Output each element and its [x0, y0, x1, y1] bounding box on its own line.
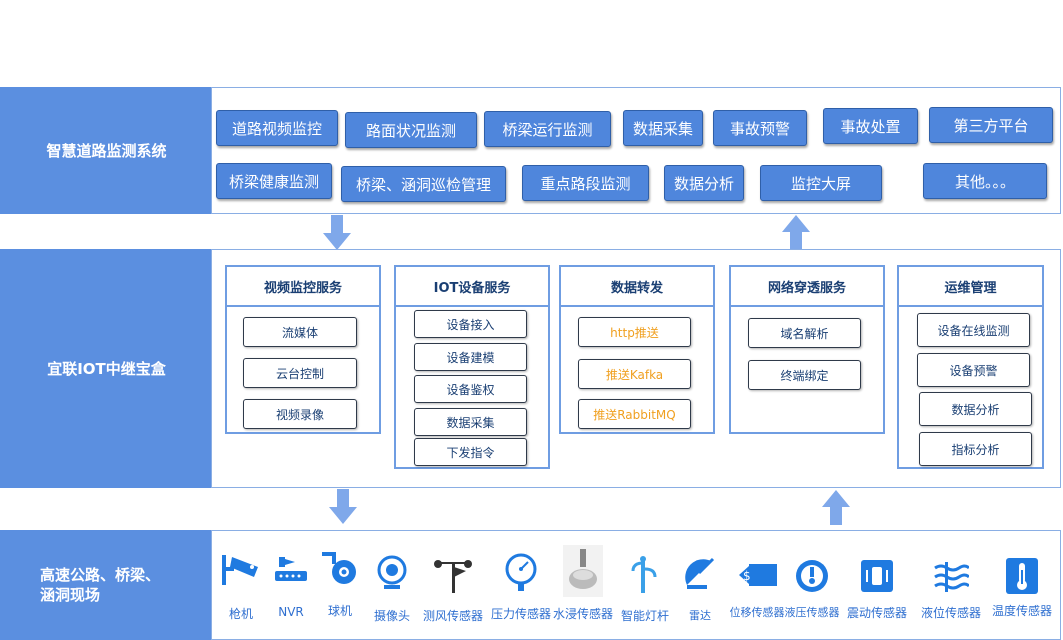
- service-item[interactable]: 设备鉴权: [414, 375, 527, 403]
- device-pressure: 压力传感器: [491, 553, 551, 623]
- service-operations: 运维管理 设备在线监测 设备预警 数据分析 指标分析: [897, 265, 1044, 469]
- layer-label-iot: 宜联IOT中继宝盒: [0, 249, 213, 488]
- nvr-icon: [275, 557, 307, 581]
- device-radar: 雷达: [680, 555, 720, 625]
- temperature-sensor-icon: [1006, 558, 1038, 594]
- device-label: 水浸传感器: [552, 607, 613, 621]
- gun-camera-icon: [222, 555, 258, 585]
- service-title: 网络穿透服务: [731, 267, 883, 307]
- device-water-immersion: 水浸传感器: [553, 545, 613, 621]
- app-bridge-operation[interactable]: 桥梁运行监测: [484, 111, 611, 147]
- app-big-screen[interactable]: 监控大屏: [760, 165, 882, 201]
- device-nvr: NVR: [270, 553, 312, 623]
- device-displacement: $ 位移传感器: [730, 560, 785, 630]
- device-label: 位移传感器: [729, 606, 785, 619]
- service-item[interactable]: 数据分析: [919, 392, 1032, 426]
- service-network-penetration: 网络穿透服务 域名解析 终端绑定: [729, 265, 885, 434]
- device-anemometer: 测风传感器: [423, 555, 483, 625]
- service-item[interactable]: 下发指令: [414, 438, 527, 466]
- svg-text:$: $: [743, 569, 751, 583]
- device-label: 球机: [327, 604, 352, 618]
- webcam-icon: [377, 555, 407, 589]
- device-liquid-level: 液位传感器: [921, 560, 981, 630]
- device-label: 液位传感器: [920, 606, 981, 620]
- device-label: 测风传感器: [422, 609, 483, 623]
- layer-title-iot: 宜联IOT中继宝盒: [47, 360, 166, 378]
- service-item[interactable]: 设备在线监测: [917, 313, 1030, 347]
- app-accident-handling[interactable]: 事故处置: [823, 108, 918, 144]
- service-video: 视频监控服务 流媒体 云台控制 视频录像: [225, 265, 381, 434]
- service-item[interactable]: 指标分析: [919, 432, 1032, 466]
- arrow-up-icon: [822, 490, 850, 525]
- service-item[interactable]: 终端绑定: [748, 360, 861, 390]
- device-hydraulic: 液压传感器: [785, 558, 840, 628]
- service-item[interactable]: 数据采集: [414, 408, 527, 436]
- service-item[interactable]: 设备建模: [414, 343, 527, 371]
- hydraulic-sensor-icon: [796, 560, 828, 592]
- app-road-surface[interactable]: 路面状况监测: [345, 112, 477, 148]
- displacement-sensor-icon: $: [739, 564, 777, 586]
- device-webcam: 摄像头: [372, 555, 412, 625]
- service-title: IOT设备服务: [396, 267, 548, 307]
- app-data-analysis[interactable]: 数据分析: [664, 165, 744, 201]
- device-vibration: 震动传感器: [847, 558, 907, 628]
- dome-camera-icon: [322, 552, 356, 584]
- layer-title-field: 高速公路、桥梁、 涵洞现场: [40, 566, 161, 604]
- pressure-gauge-icon: [505, 553, 537, 591]
- app-data-collection[interactable]: 数据采集: [623, 110, 703, 146]
- arrow-down-icon: [323, 215, 351, 250]
- water-immersion-sensor-icon: [563, 545, 603, 597]
- service-item[interactable]: 设备接入: [414, 310, 527, 338]
- layer-title-app: 智慧道路监测系统: [46, 142, 167, 160]
- app-inspection-management[interactable]: 桥梁、涵洞巡检管理: [341, 166, 506, 202]
- arrow-up-icon: [782, 215, 810, 250]
- service-iot-device: IOT设备服务 设备接入 设备建模 设备鉴权 数据采集 下发指令: [394, 265, 550, 469]
- service-item[interactable]: http推送: [578, 317, 691, 347]
- service-item[interactable]: 推送Kafka: [578, 359, 691, 389]
- device-label: NVR: [278, 605, 304, 619]
- service-item[interactable]: 推送RabbitMQ: [578, 399, 691, 429]
- app-accident-warning[interactable]: 事故预警: [713, 110, 807, 146]
- device-temperature: 温度传感器: [992, 556, 1052, 626]
- service-item[interactable]: 域名解析: [748, 318, 861, 348]
- device-label: 温度传感器: [991, 604, 1052, 618]
- service-item[interactable]: 设备预警: [917, 353, 1030, 387]
- smart-pole-icon: [631, 556, 657, 593]
- device-gun-camera: 枪机: [219, 553, 263, 623]
- app-key-section[interactable]: 重点路段监测: [522, 165, 649, 201]
- app-third-party[interactable]: 第三方平台: [929, 107, 1053, 143]
- device-smart-pole: 智能灯杆: [621, 555, 669, 625]
- device-label: 震动传感器: [846, 606, 907, 620]
- liquid-level-sensor-icon: [934, 562, 969, 592]
- arrow-down-icon: [329, 489, 357, 524]
- service-title: 运维管理: [899, 267, 1042, 307]
- layer-label-app: 智慧道路监测系统: [0, 87, 213, 214]
- layer-label-field: 高速公路、桥梁、 涵洞现场: [0, 530, 213, 640]
- service-item[interactable]: 视频录像: [243, 399, 357, 429]
- device-dome-camera: 球机: [318, 550, 362, 620]
- service-item[interactable]: 云台控制: [243, 358, 357, 388]
- app-bridge-health[interactable]: 桥梁健康监测: [216, 163, 332, 199]
- device-label: 枪机: [228, 607, 253, 621]
- service-title: 视频监控服务: [227, 267, 379, 307]
- device-label: 液压传感器: [784, 606, 840, 619]
- vibration-sensor-icon: [861, 560, 893, 592]
- radar-icon: [685, 557, 715, 589]
- device-label: 摄像头: [373, 609, 410, 623]
- service-item[interactable]: 流媒体: [243, 317, 357, 347]
- app-road-video[interactable]: 道路视频监控: [216, 110, 338, 146]
- service-data-forward: 数据转发 http推送 推送Kafka 推送RabbitMQ: [559, 265, 715, 434]
- device-label: 智能灯杆: [620, 609, 669, 623]
- device-label: 压力传感器: [490, 607, 551, 621]
- app-others[interactable]: 其他。。。: [923, 163, 1047, 199]
- service-title: 数据转发: [561, 267, 713, 307]
- device-label: 雷达: [689, 609, 711, 622]
- anemometer-icon: [434, 560, 472, 593]
